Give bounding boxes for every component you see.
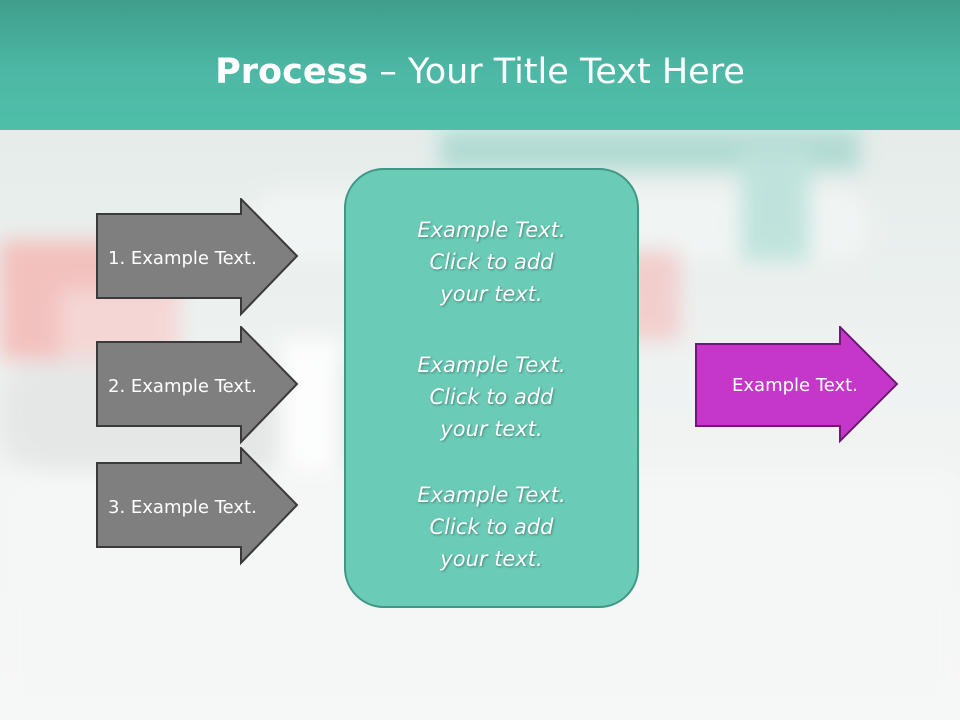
center-text-line: Click to add xyxy=(429,515,554,539)
title-banner xyxy=(0,0,960,130)
center-text-block-3: Example Text. Click to add your text. xyxy=(346,479,637,575)
step-label: 1. Example Text. xyxy=(108,247,257,269)
center-text-line: your text. xyxy=(440,417,543,441)
center-text-line: Example Text. xyxy=(417,483,566,507)
center-text-block-1: Example Text. Click to add your text. xyxy=(346,214,637,310)
step-arrow-3[interactable]: 3. Example Text. xyxy=(96,447,299,567)
step-arrow-1[interactable]: 1. Example Text. xyxy=(96,198,299,318)
center-text-line: your text. xyxy=(440,282,543,306)
center-text-line: Click to add xyxy=(429,385,554,409)
page-title: Process – Your Title Text Here xyxy=(0,52,960,92)
center-text-line: Click to add xyxy=(429,250,554,274)
step-label: 3. Example Text. xyxy=(108,496,257,518)
center-text-line: Example Text. xyxy=(417,353,566,377)
output-label: Example Text. xyxy=(732,374,858,396)
center-text-line: Example Text. xyxy=(417,218,566,242)
title-rest: – Your Title Text Here xyxy=(368,52,745,92)
title-bold: Process xyxy=(215,52,369,92)
center-text-block-2: Example Text. Click to add your text. xyxy=(346,349,637,445)
step-arrow-2[interactable]: 2. Example Text. xyxy=(96,326,299,446)
center-text-line: your text. xyxy=(440,547,543,571)
center-text-box[interactable]: Example Text. Click to add your text. Ex… xyxy=(344,168,639,608)
step-label: 2. Example Text. xyxy=(108,375,257,397)
output-arrow[interactable]: Example Text. xyxy=(695,326,900,444)
